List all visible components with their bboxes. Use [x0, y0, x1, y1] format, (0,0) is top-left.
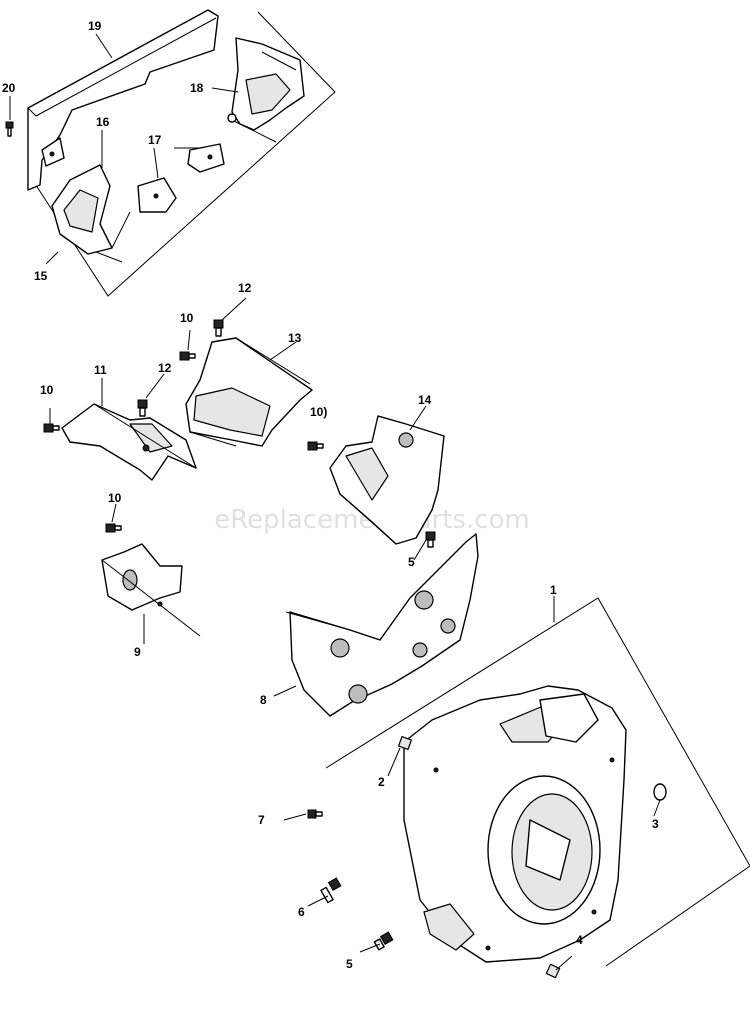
top-assembly-group: [5, 9, 336, 297]
callout-labels: 1 2 3 4 5 5 6 7 8 9 10 10 10) 10 11 12 1…: [2, 19, 659, 971]
callout-10-d: 10: [108, 491, 122, 505]
part-9-bracket[interactable]: [101, 543, 201, 637]
callout-10-a: 10: [40, 383, 54, 397]
callout-18: 18: [190, 81, 204, 95]
part-11-bracket[interactable]: [61, 403, 197, 481]
callout-14: 14: [418, 393, 432, 407]
part-6-bolt[interactable]: [320, 877, 342, 904]
callout-7: 7: [258, 813, 265, 827]
part-14-shroud[interactable]: [329, 415, 445, 545]
part-5-bolt-upper[interactable]: [425, 531, 436, 548]
callout-2: 2: [378, 775, 385, 789]
part-12-bolt-b[interactable]: [137, 399, 148, 417]
part-5-bolt-lower[interactable]: [373, 931, 394, 951]
callout-4: 4: [576, 933, 583, 947]
part-4-nut[interactable]: [545, 963, 561, 979]
callout-16: 16: [96, 115, 110, 129]
part-10-bolt-d[interactable]: [307, 441, 324, 451]
callout-5-lower: 5: [346, 957, 353, 971]
part-10-bolt-b[interactable]: [179, 351, 196, 361]
part-2-clip[interactable]: [397, 735, 413, 751]
callout-15: 15: [34, 269, 48, 283]
callout-10-b: 10: [180, 311, 194, 325]
leader-lines: [9, 33, 661, 971]
callout-9: 9: [134, 645, 141, 659]
part-12-bolt-a[interactable]: [213, 319, 224, 337]
part-20-bolt[interactable]: [5, 121, 14, 137]
callout-10-c: 10): [310, 405, 327, 419]
callout-3: 3: [652, 817, 659, 831]
callout-6: 6: [298, 905, 305, 919]
part-10-bolt-c[interactable]: [105, 523, 122, 533]
callout-19: 19: [88, 19, 102, 33]
callout-20: 20: [2, 81, 16, 95]
part-3-plug[interactable]: [653, 783, 667, 801]
part-7-screw[interactable]: [307, 809, 323, 819]
callout-12-b: 12: [158, 361, 172, 375]
part-1-blower-housing[interactable]: [403, 685, 627, 963]
callout-12-a: 12: [238, 281, 252, 295]
part-17-plates[interactable]: [137, 143, 225, 213]
part-16-bracket[interactable]: [51, 164, 131, 263]
callout-8: 8: [260, 693, 267, 707]
part-10-bolt-a[interactable]: [43, 423, 60, 433]
callout-1: 1: [550, 583, 557, 597]
group-outline-bottom: [325, 597, 750, 967]
callout-11: 11: [94, 363, 107, 377]
callout-5-upper: 5: [408, 555, 415, 569]
callout-17: 17: [148, 133, 162, 147]
part-13-cover[interactable]: [185, 337, 313, 447]
part-8-baffle[interactable]: [285, 533, 479, 717]
part-18-bracket[interactable]: [227, 37, 305, 143]
part-19-long-bracket[interactable]: [27, 9, 219, 191]
callout-13: 13: [288, 331, 302, 345]
